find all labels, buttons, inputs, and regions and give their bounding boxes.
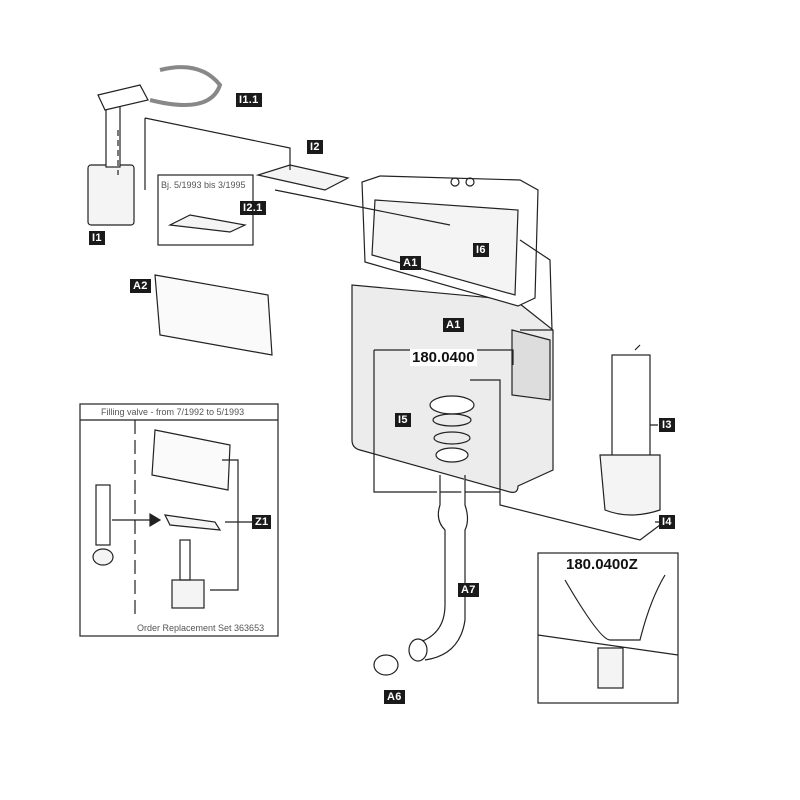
label-i6: I6 — [473, 243, 489, 257]
part-number-main: 180.0400 — [410, 349, 477, 366]
label-a7: A7 — [458, 583, 479, 597]
label-i5: I5 — [395, 413, 411, 427]
flush-pipe — [409, 475, 469, 661]
label-i2-1: I2.1 — [240, 201, 266, 215]
note-filling-valve: Filling valve - from 7/1992 to 5/1993 — [101, 407, 245, 417]
filling-valve-box — [79, 403, 279, 637]
label-a6: A6 — [384, 690, 405, 704]
label-i4: I4 — [659, 515, 675, 529]
cistern-tank — [351, 284, 554, 493]
label-i1: I1 — [89, 231, 105, 245]
label-i3: I3 — [659, 418, 675, 432]
label-i1-1: I1.1 — [236, 93, 262, 107]
label-a1-top: A1 — [400, 256, 421, 270]
part-i2 — [255, 164, 350, 191]
note-bj-range: Bj. 5/1993 bis 3/1995 — [161, 180, 246, 190]
note-order-set: Order Replacement Set 363653 — [137, 623, 265, 633]
label-a1-bottom: A1 — [443, 318, 464, 332]
flush-valve — [611, 354, 651, 466]
hose — [149, 65, 223, 107]
label-z1: Z1 — [252, 515, 272, 529]
filling-valve-float — [87, 164, 135, 226]
detail-box — [537, 552, 679, 704]
label-a2: A2 — [130, 279, 151, 293]
part-number-detail: 180.0400Z — [566, 556, 638, 573]
label-i2: I2 — [307, 140, 323, 154]
plate-a2 — [154, 274, 273, 356]
